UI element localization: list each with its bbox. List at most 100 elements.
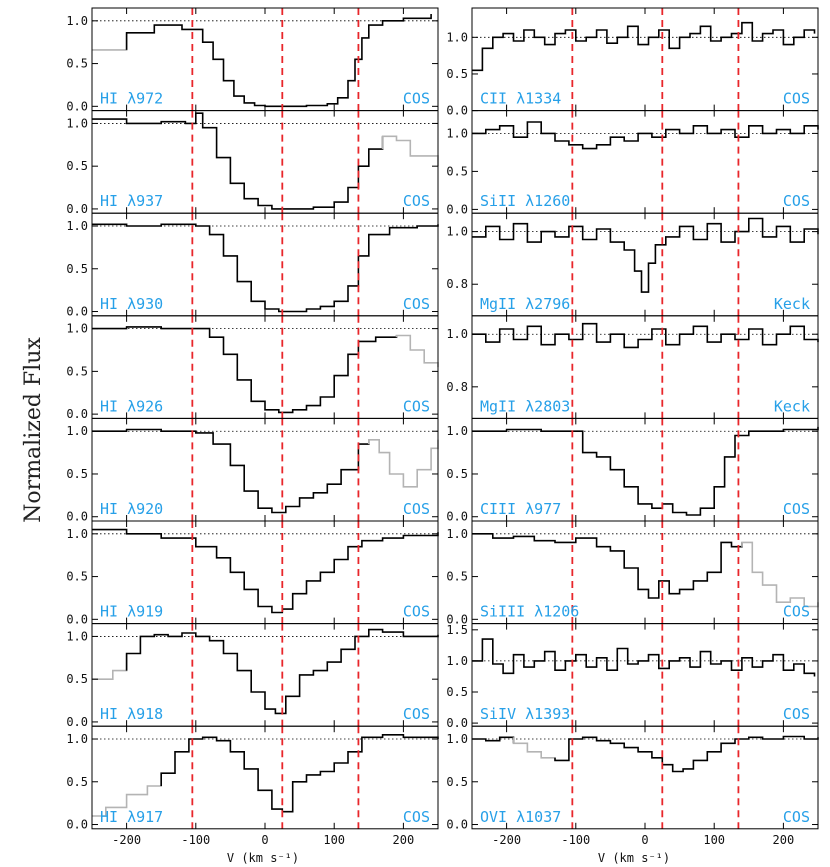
y-tick-label: 0.0	[66, 99, 88, 113]
spectrum-segment	[554, 735, 819, 773]
x-tick-label: -100	[181, 833, 210, 847]
contaminated-spectrum-segment	[92, 32, 128, 51]
x-axis-label-right: V (km s⁻¹)	[598, 851, 670, 865]
y-tick-label: 0.0	[446, 202, 468, 216]
panel-instrument-label: Keck	[774, 397, 810, 415]
y-tick-label: 0.5	[446, 467, 468, 481]
panel-line-label: HI λ930	[100, 295, 163, 313]
x-tick-label: -200	[112, 833, 141, 847]
y-tick-label: 0.0	[66, 818, 88, 832]
y-tick-label: 1.0	[446, 225, 468, 239]
y-tick-label: 1.0	[446, 327, 468, 341]
y-tick-label: 1.0	[446, 527, 468, 541]
x-tick-label: 200	[393, 833, 415, 847]
y-tick-label: 1.0	[446, 424, 468, 438]
panel-instrument-label: COS	[783, 500, 810, 518]
panel-instrument-label: COS	[403, 397, 430, 415]
contaminated-spectrum-segment	[92, 653, 128, 680]
y-tick-label: 0.0	[66, 305, 88, 319]
spectrum-segment	[92, 112, 384, 210]
contaminated-spectrum-segment	[368, 439, 439, 488]
panel-instrument-label: COS	[783, 603, 810, 621]
y-tick-label: 0.0	[66, 407, 88, 421]
y-tick-label: 1.0	[66, 527, 88, 541]
y-tick-label: 1.0	[66, 116, 88, 130]
y-tick-label: 1.0	[66, 219, 88, 233]
panel-instrument-label: COS	[783, 90, 810, 108]
panel-instrument-label: COS	[403, 295, 430, 313]
spectrum-segment	[92, 326, 398, 414]
y-tick-label: 1.0	[66, 424, 88, 438]
contaminated-spectrum-segment	[395, 334, 439, 368]
panel-line-label: SiII λ1260	[480, 192, 570, 210]
y-tick-label: 1.0	[446, 126, 468, 140]
y-tick-label: 0.0	[446, 716, 468, 730]
panel-instrument-label: COS	[403, 705, 430, 723]
y-tick-label: 0.5	[66, 57, 88, 71]
panel-instrument-label: COS	[783, 705, 810, 723]
x-tick-label: 100	[323, 833, 345, 847]
x-tick-label: -100	[561, 833, 590, 847]
panel-instrument-label: COS	[403, 90, 430, 108]
y-tick-label: 0.8	[446, 277, 468, 291]
y-tick-label: 0.0	[66, 202, 88, 216]
y-tick-label: 0.5	[66, 570, 88, 584]
x-tick-label: 0	[261, 833, 268, 847]
panel-line-label: HI λ920	[100, 500, 163, 518]
y-tick-label: 0.0	[66, 715, 88, 729]
y-tick-label: 0.5	[66, 364, 88, 378]
panel-line-label: CIII λ977	[480, 500, 561, 518]
panel-line-label: HI λ926	[100, 397, 163, 415]
y-tick-label: 0.5	[66, 262, 88, 276]
y-tick-label: 1.0	[446, 654, 468, 668]
contaminated-spectrum-segment	[512, 737, 556, 761]
panel-line-label: SiIII λ1206	[480, 603, 579, 621]
spectrum-segment	[472, 736, 515, 744]
panel-instrument-label: COS	[403, 808, 430, 826]
y-tick-label: 1.0	[446, 732, 468, 746]
y-tick-label: 0.0	[446, 510, 468, 524]
spectrum-segment	[125, 14, 432, 108]
x-tick-label: -200	[492, 833, 521, 847]
x-axis-label-left: V (km s⁻¹)	[227, 851, 299, 865]
panel-line-label: SiIV λ1393	[480, 705, 570, 723]
panel-line-label: HI λ919	[100, 603, 163, 621]
spectrum-panel: 0.0 0.5 1.0 HI λ930 COS	[66, 212, 439, 319]
spectrum-segment	[160, 734, 439, 813]
y-tick-label: 0.0	[446, 818, 468, 832]
y-tick-label: 0.0	[446, 104, 468, 118]
contaminated-spectrum-segment	[741, 541, 819, 608]
panel-instrument-label: COS	[403, 500, 430, 518]
y-tick-label: 0.0	[446, 612, 468, 626]
panel-instrument-label: COS	[403, 192, 430, 210]
spectrum-segment	[472, 217, 819, 293]
spectrum-segment	[472, 21, 816, 72]
x-tick-label: 0	[641, 833, 648, 847]
y-tick-label: 0.5	[446, 685, 468, 699]
y-tick-label: 1.0	[66, 629, 88, 643]
spectrum-segment	[472, 322, 819, 349]
y-tick-label: 0.5	[66, 775, 88, 789]
panel-line-label: MgII λ2803	[480, 397, 570, 415]
y-tick-label: 1.5	[446, 623, 468, 637]
spectrum-segment	[92, 528, 439, 614]
spectrum-segment	[92, 428, 370, 514]
y-tick-label: 0.5	[446, 67, 468, 81]
spectrum-segment	[92, 223, 439, 313]
x-tick-label: 100	[703, 833, 725, 847]
